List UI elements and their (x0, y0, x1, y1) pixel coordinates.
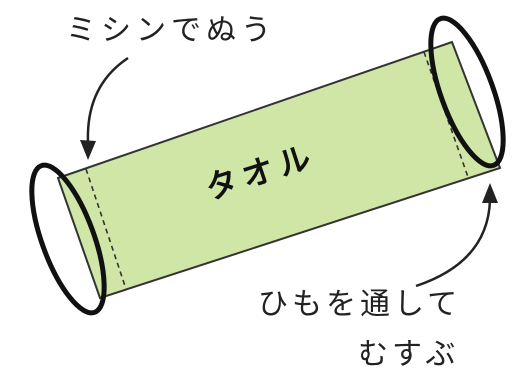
sew-arrow-line (86, 56, 129, 143)
right-string-loop (428, 15, 506, 169)
sew-label: ミシンでぬう (66, 13, 276, 48)
sew-arrow-head (80, 140, 96, 160)
towel-body (56, 40, 502, 300)
string-arrow-head (482, 183, 498, 203)
left-string-loop (29, 162, 107, 316)
left-stitch-line (85, 168, 127, 290)
string-label-line1: ひもを通して (258, 287, 462, 322)
string-arrow-line (415, 199, 492, 288)
string-label-line2: むすぶ (358, 337, 460, 372)
